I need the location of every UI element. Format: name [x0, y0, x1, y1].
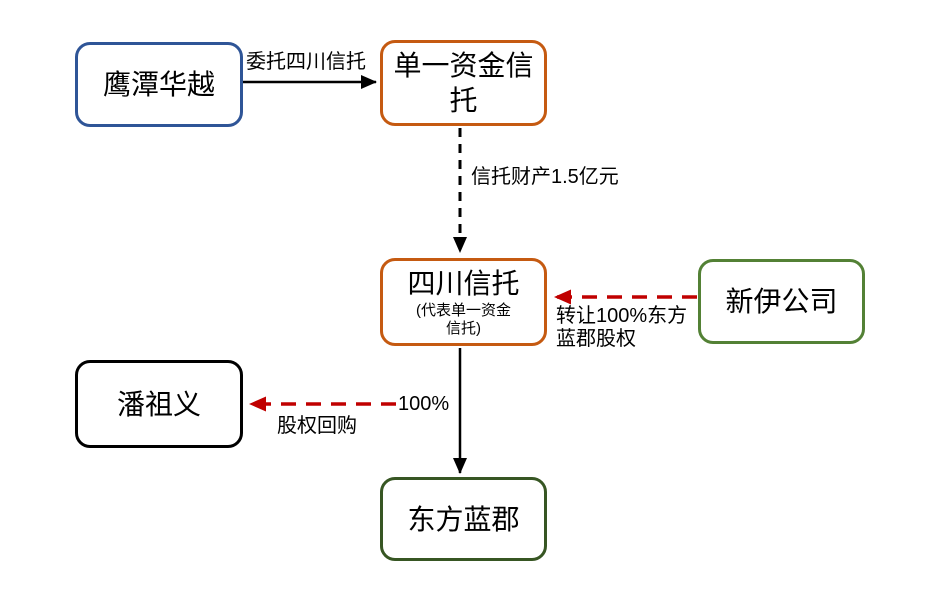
node-single-fund-trust: 单一资金信托	[380, 40, 547, 126]
node-pan-zuyi: 潘祖义	[75, 360, 243, 448]
node-dongfang-lanjun: 东方蓝郡	[380, 477, 547, 561]
node-single-fund-trust-label: 单一资金信托	[393, 50, 534, 116]
node-sichuan-trust: 四川信托 (代表单一资金信托)	[380, 258, 547, 346]
edge-label-repurchase: 股权回购	[277, 415, 357, 437]
node-pan-zuyi-label: 潘祖义	[116, 388, 201, 420]
node-sichuan-trust-sublabel: (代表单一资金信托)	[416, 302, 511, 337]
edge-label-trust-asset: 信托财产1.5亿元	[471, 166, 619, 188]
edge-label-transfer-equity: 转让100%东方蓝郡股权	[556, 305, 688, 350]
node-sichuan-trust-label: 四川信托	[407, 268, 520, 299]
node-dongfang-lanjun-label: 东方蓝郡	[407, 503, 520, 535]
node-yingtan-label: 鹰潭华越	[102, 69, 215, 100]
node-yingtan-huayue: 鹰潭华越	[75, 42, 243, 127]
node-xinyi-label: 新伊公司	[725, 286, 838, 317]
node-xinyi-company: 新伊公司	[698, 259, 865, 344]
edge-label-entrust: 委托四川信托	[246, 51, 366, 73]
edge-label-ownership-pct: 100%	[398, 393, 450, 415]
